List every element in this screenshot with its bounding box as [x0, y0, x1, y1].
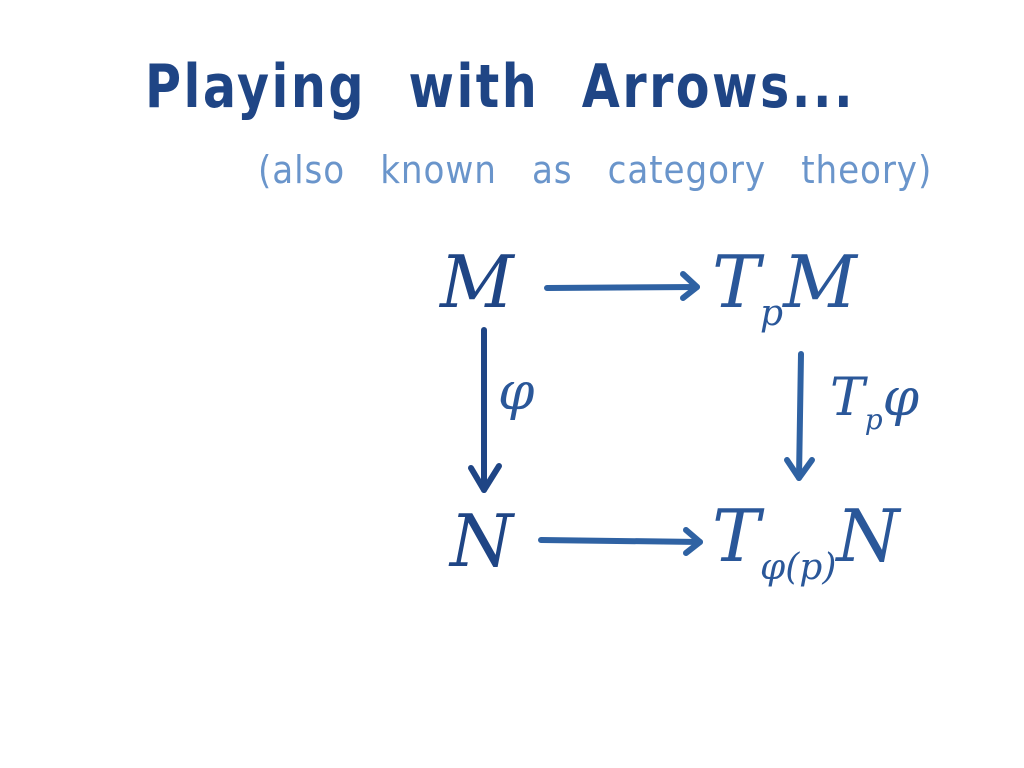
- node-tphip-n-sub: φ(p): [760, 547, 837, 588]
- node-tp-m-sub: p: [760, 293, 784, 334]
- label-tp-phi-main: T: [830, 368, 865, 428]
- title: Playing with Arrows...: [145, 52, 856, 122]
- node-tphip-n-after: N: [836, 494, 900, 578]
- node-m: M: [440, 246, 514, 318]
- node-tp-m-after: M: [783, 240, 857, 324]
- node-n: N: [450, 505, 513, 577]
- node-tphip-n: Tφ(p)N: [712, 500, 899, 586]
- subtitle: (also known as category theory): [258, 148, 933, 192]
- node-m-label: M: [440, 240, 514, 324]
- label-phi: φ: [498, 366, 534, 418]
- node-tp-m: TpM: [712, 246, 857, 332]
- arrow-top: [544, 271, 700, 301]
- arrow-bottom: [538, 527, 703, 556]
- label-tp-phi-after: φ: [882, 368, 920, 428]
- node-tp-m-main: T: [712, 240, 761, 324]
- arrow-right: [784, 351, 815, 481]
- arrow-left: [468, 327, 502, 493]
- node-tphip-n-main: T: [712, 494, 761, 578]
- label-tp-phi: Tpφ: [830, 372, 919, 434]
- label-tp-phi-sub: p: [864, 403, 883, 436]
- label-phi-text: φ: [498, 362, 535, 422]
- node-n-label: N: [450, 499, 513, 583]
